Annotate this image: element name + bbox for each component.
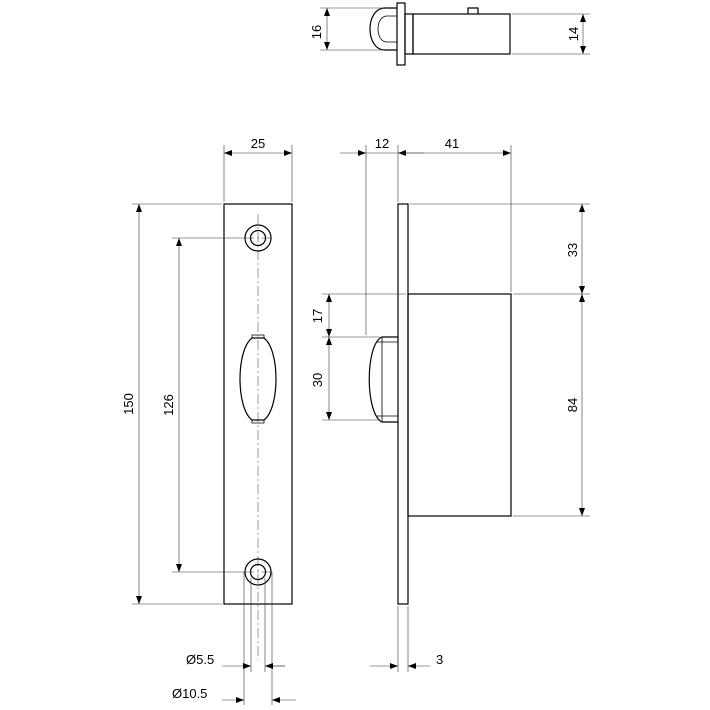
lock-case [407,293,512,517]
dim-label-top-height: 16 [309,25,324,39]
dim-label-plate-width: 25 [251,136,265,151]
dim-label-backset: 12 [375,136,389,151]
dim-label-hole-spacing: 126 [161,394,176,416]
top-view-faceplate [396,2,406,66]
side-faceplate [397,203,409,605]
side-view: 12 41 33 84 17 30 3 [310,136,590,672]
dim-label-latch-offset: 17 [310,309,325,323]
dim-label-top-to-case: 33 [565,243,580,257]
dim-label-hole-large: Ø10.5 [172,686,207,701]
top-view-tab [467,7,479,14]
dim-label-top-width: 14 [566,27,581,41]
latch-opening [239,334,277,424]
top-screw-hole [244,224,272,252]
latch-bolt-face [239,337,277,421]
front-view: 25 150 126 Ø5.5 Ø10.5 [121,136,296,705]
top-view-body [412,13,511,55]
dim-label-latch-height: 30 [310,373,325,387]
top-view-latch-bolt [369,7,397,51]
dim-label-case-height: 84 [565,398,580,412]
top-view-collar [404,13,414,55]
bottom-screw-hole [244,558,272,586]
faceplate [223,203,293,605]
dim-label-hole-small: Ø5.5 [186,652,214,667]
dim-label-case-depth: 41 [445,136,459,151]
top-view: 16 14 [309,2,590,66]
dim-label-plate-thickness: 3 [436,652,443,667]
dim-label-plate-height: 150 [121,393,136,415]
side-latch-bolt [368,336,398,423]
